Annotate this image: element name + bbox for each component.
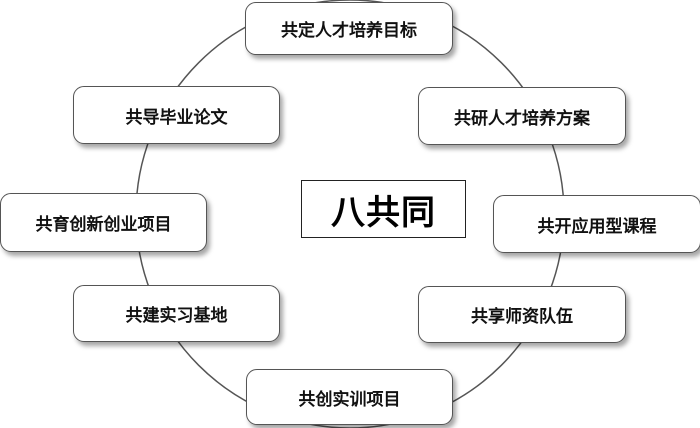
node-top-left: 共导毕业论文 [73,86,280,144]
node-top-right: 共研人才培养方案 [418,87,626,145]
node-bottom-left: 共建实习基地 [73,285,280,342]
node-bottom-right: 共享师资队伍 [418,286,626,343]
node-bottom: 共创实训项目 [246,369,453,425]
center-title: 八共同 [301,180,466,238]
node-left: 共育创新创业项目 [0,193,207,252]
node-top: 共定人才培养目标 [245,2,453,55]
node-right: 共开应用型课程 [493,195,700,253]
